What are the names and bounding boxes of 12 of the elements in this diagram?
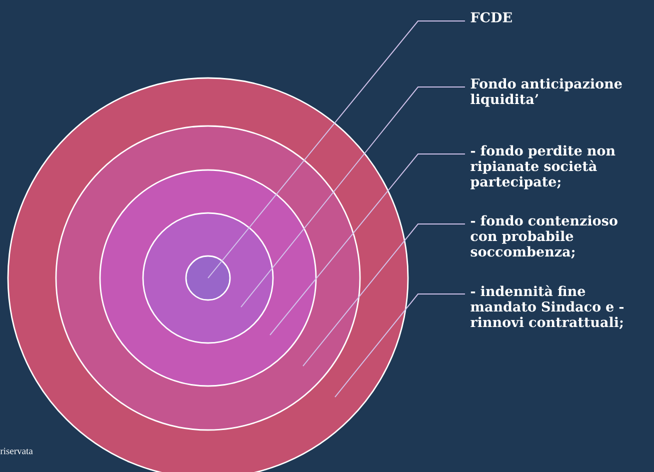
- footer-text: riservata: [0, 448, 33, 454]
- leader-line: [240, 86, 466, 308]
- label-text: - fondo contenzioso con probabile soccombenza;: [470, 215, 618, 259]
- ring-circle: [185, 255, 231, 301]
- label-text: Fondo anticipazione liquidita’: [470, 78, 622, 107]
- label-text: FCDE: [470, 12, 512, 22]
- leader-line: [270, 154, 466, 336]
- leader-line: [208, 20, 466, 278]
- leader-line: [302, 224, 466, 366]
- label-text: - fondo perdite non ripianate società partecipate;: [470, 145, 616, 190]
- leader-line: [334, 294, 466, 398]
- label-text: - indennità fine mandato Sindaco e - rinnovi contrattuali;: [470, 285, 624, 330]
